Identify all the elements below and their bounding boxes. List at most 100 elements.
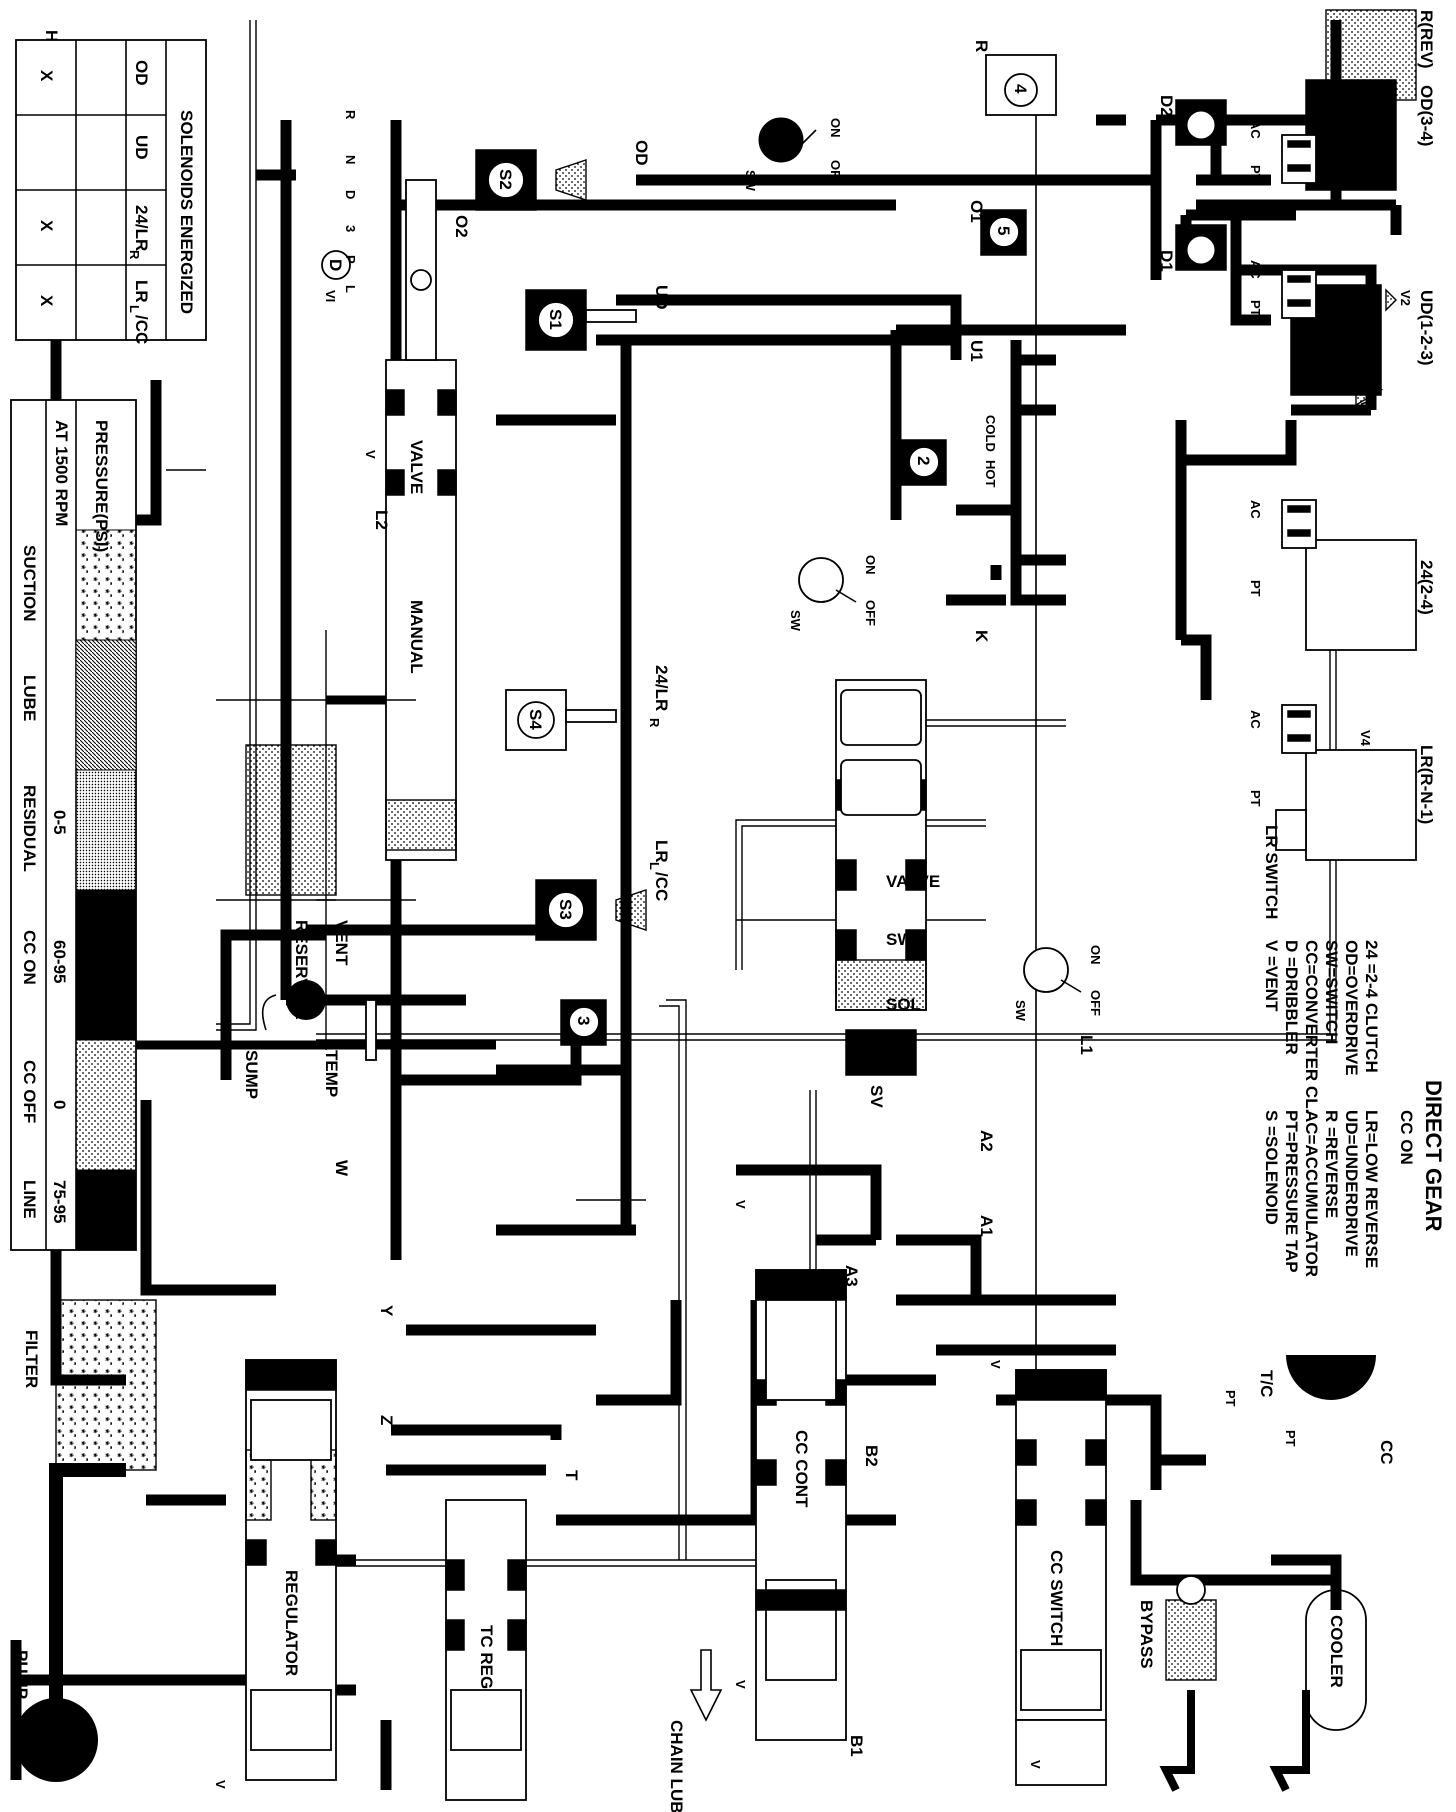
ac-ud — [1281, 269, 1317, 319]
legend-name-1: CC OFF — [20, 1060, 39, 1123]
rev-clutch-label: R(REV) — [1417, 10, 1436, 69]
legend-heading-2: AT 1500 RPM — [52, 420, 71, 526]
sump-label: SUMP — [242, 1050, 261, 1099]
accumulators — [1281, 134, 1317, 754]
cc-cont-valve: CC CONT — [755, 1269, 847, 1741]
switch-labels: ON OFF SW ON OFF SW ON OFF SW — [743, 118, 1103, 1022]
label-l2: L2 — [372, 510, 391, 530]
checkball-4: 4 — [985, 54, 1057, 116]
table-col-1: 24/LR — [132, 205, 151, 251]
manual-valve-label-1: VALVE — [407, 440, 426, 494]
label-b1: B1 — [847, 1735, 866, 1757]
svg-text:2: 2 — [914, 456, 933, 465]
sump-area — [216, 699, 416, 1061]
rev-clutch-piston — [1325, 9, 1417, 101]
table-col-2: UD — [132, 135, 151, 160]
tc-reg-label: TC REG — [477, 1625, 496, 1689]
callouts: PT PT PT PT AC AC AC AC PT PT V V V V V … — [213, 120, 1298, 1789]
component-labels: COOLER BYPASS PUMP FILTER CHAIN LUBE T/C… — [12, 415, 1396, 1812]
dribblers — [1175, 99, 1227, 271]
s3-sub: L — [647, 862, 662, 870]
vent-reservoir-label-2: RESERVOIR — [292, 920, 311, 1020]
legend-name-4: LUBE — [20, 675, 39, 721]
solenoid-labels: UD OD LR L /CC 24/LR R — [632, 140, 671, 901]
table-col-0-sub: L — [127, 305, 142, 313]
pump-label: PUMP — [12, 1650, 31, 1699]
filter-pump — [14, 1299, 157, 1782]
label-v3: V3 — [1358, 150, 1373, 166]
legend-right-3: CC=CONVERTER CL. — [1302, 940, 1321, 1113]
label-w: W — [332, 1160, 351, 1177]
gear-l: L — [343, 285, 358, 293]
sw-lr-on: ON — [1088, 945, 1103, 965]
label-sv: SV — [867, 1085, 886, 1108]
regulator-label: REGULATOR — [282, 1570, 301, 1676]
pressure-switch-lr — [1023, 947, 1069, 993]
manual-valve-label-2: MANUAL — [407, 600, 426, 674]
v1-vent — [1355, 389, 1384, 407]
tc-reg-valve: TC REG — [445, 1499, 527, 1801]
gear-n: N — [343, 155, 358, 164]
label-v2: V2 — [1398, 290, 1413, 306]
label-r: R — [972, 40, 991, 52]
thermo-cold-label: COLD — [983, 415, 998, 452]
pressure-legend: PRESSURE(PSI) AT 1500 RPM 75-95 0 60-95 … — [10, 399, 137, 1251]
bypass-label: BYPASS — [1137, 1600, 1156, 1669]
s2-label: OD — [632, 140, 651, 166]
legend-right-2: SW=SWITCH — [1322, 940, 1341, 1044]
sol-sw-label: SW — [886, 930, 914, 949]
legend-range-3: 0-5 — [50, 810, 69, 835]
gear-selector: D — [321, 250, 351, 280]
line-pressure-passages — [10, 120, 1116, 1790]
lr-switch-label: LR SWITCH — [1262, 825, 1281, 919]
svg-text:5: 5 — [994, 226, 1013, 235]
tc-label: T/C — [1257, 1370, 1276, 1397]
regulator-valve: REGULATOR — [245, 1359, 337, 1781]
pressure-switches — [758, 117, 1082, 993]
sol-sw-valve-label: VALVE — [886, 872, 940, 891]
sw-24-on: ON — [863, 555, 878, 575]
clutch-labels: UD(1-2-3) OD(3-4) R(REV) 24(2-4) LR(R-N-… — [1417, 10, 1436, 824]
c24-clutch-label: 24(2-4) — [1417, 560, 1436, 615]
s3-suffix: /CC — [652, 872, 671, 901]
passage-labels: O1 O2 U1 L1 L2 K A1 A2 A3 B1 B2 T W Y Z … — [323, 40, 1413, 1757]
svg-text:S1: S1 — [546, 309, 565, 330]
table-cell-0: X — [37, 295, 56, 307]
s1-label: UD — [652, 285, 671, 310]
legend-name-2: CC ON — [20, 930, 39, 985]
sol-label: SOL — [886, 995, 921, 1014]
s4-sub: R — [647, 718, 662, 728]
sw-lr-off: OFF — [1088, 990, 1103, 1016]
v-cc-switch: V — [1028, 1760, 1043, 1769]
legend-left-2: R =REVERSE — [1322, 1110, 1341, 1218]
lr-clutch-piston — [1305, 749, 1417, 861]
ac-24 — [1281, 499, 1317, 549]
solenoid-s3: S3 — [535, 879, 647, 941]
table-col-1-sub: R — [127, 250, 142, 260]
checkball-3: 3 — [560, 999, 607, 1046]
svg-text:4: 4 — [1011, 84, 1030, 94]
label-d2: D2 — [1157, 95, 1176, 117]
sw-lr-sw: SW — [1013, 1000, 1028, 1022]
ac-ud-label: AC — [1248, 260, 1263, 279]
cc-switch-valve: CC SWITCH — [1015, 1369, 1107, 1786]
legend-left-5: S =SOLENOID — [1262, 1110, 1281, 1225]
v-regulator: V — [213, 1780, 228, 1789]
v-cc-switch-top: V — [988, 1360, 1003, 1369]
temp-label: TEMP — [322, 1050, 341, 1097]
solenoid-switch-valve: VALVE SW SOL — [835, 679, 940, 1076]
cc-switch-label: CC SWITCH — [1047, 1550, 1066, 1646]
v-cc-cont: V — [733, 1680, 748, 1689]
solenoid-s4: S4 — [505, 689, 617, 751]
sw-od-sw: SW — [743, 170, 758, 192]
label-t: T — [562, 1470, 581, 1481]
legend-left-0: LR=LOW REVERSE — [1362, 1110, 1381, 1268]
clutch-lr — [1275, 749, 1417, 861]
solenoid-s1: S1 — [525, 289, 637, 351]
label-b2: B2 — [862, 1445, 881, 1467]
table-cell-3: X — [37, 70, 56, 82]
lr-clutch-neck — [1275, 809, 1307, 851]
sw-24-off: OFF — [863, 600, 878, 626]
